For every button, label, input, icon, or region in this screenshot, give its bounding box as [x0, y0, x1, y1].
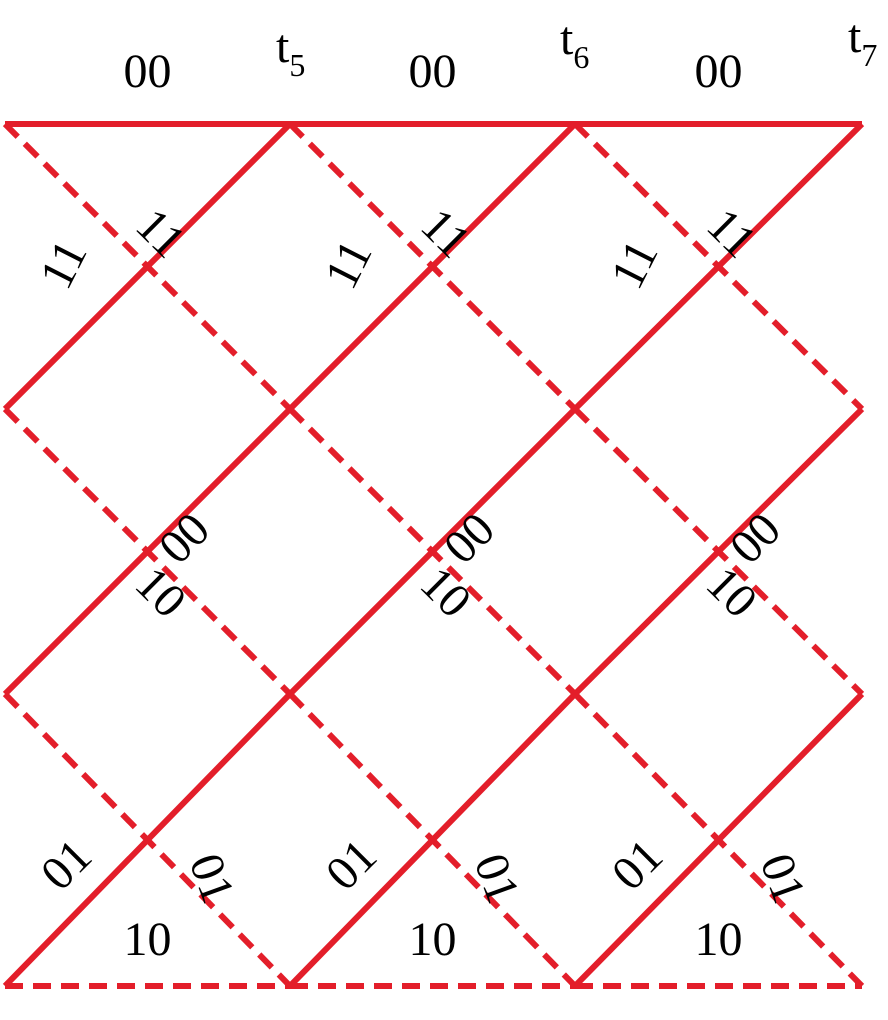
- branch-label: 11: [600, 232, 668, 297]
- branch-label: 11: [29, 232, 97, 297]
- trellis-branch: [287, 406, 578, 697]
- trellis-branch: [2, 121, 293, 412]
- branch-label: 00: [409, 45, 457, 98]
- branch-label: 10: [409, 913, 457, 966]
- trellis-labels: 0011110010010110001111001001011000111100…: [29, 45, 815, 966]
- trellis-branch: [287, 691, 578, 989]
- time-label: t6: [560, 12, 589, 75]
- trellis-edges: [2, 121, 865, 989]
- trellis-branch: [572, 691, 865, 989]
- branch-label: 00: [124, 45, 172, 98]
- time-labels: t5 t6 t7: [276, 10, 877, 83]
- branch-label: 11: [697, 198, 767, 268]
- trellis-branch: [572, 406, 865, 697]
- branch-label: 01: [750, 847, 816, 910]
- branch-label: 00: [695, 45, 743, 98]
- branch-label: 10: [124, 913, 172, 966]
- trellis-branch: [2, 406, 293, 697]
- branch-label: 11: [411, 198, 481, 268]
- branch-label: 01: [602, 829, 673, 900]
- trellis-branch: [2, 691, 293, 989]
- trellis-branch: [572, 121, 865, 412]
- time-label: t7: [848, 10, 877, 73]
- branch-label: 11: [126, 198, 196, 268]
- time-label: t5: [276, 20, 305, 83]
- branch-label: 01: [179, 847, 245, 910]
- branch-label: 01: [464, 847, 530, 910]
- trellis-branch: [287, 121, 578, 412]
- branch-label: 01: [31, 829, 102, 900]
- branch-label: 01: [316, 829, 387, 900]
- branch-label: 11: [314, 232, 382, 297]
- branch-label: 10: [695, 913, 743, 966]
